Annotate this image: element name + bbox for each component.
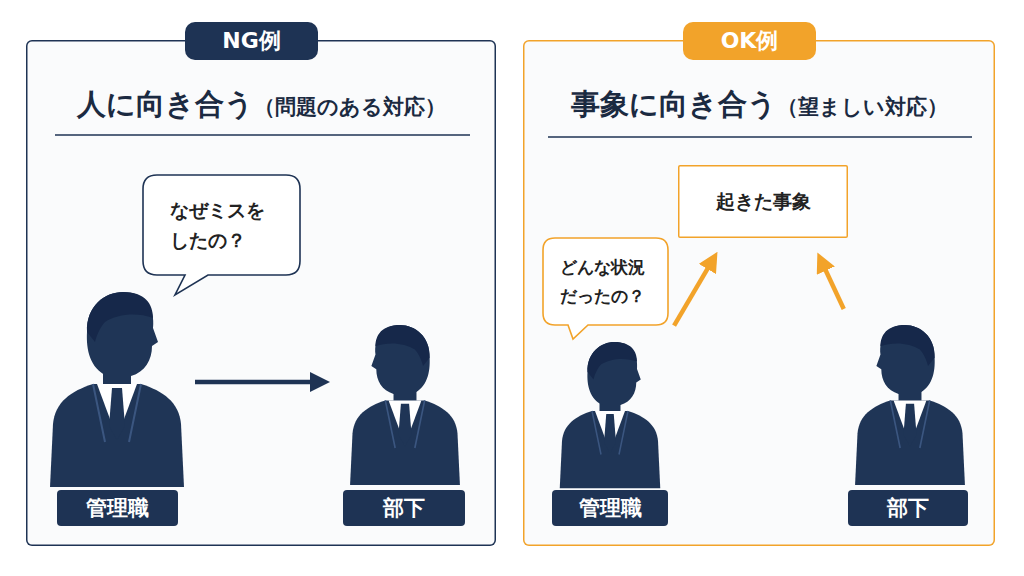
role-tag: 部下 <box>343 490 465 526</box>
role-tag: 管理職 <box>552 490 668 526</box>
heading-text: 人に向き合う <box>77 87 254 121</box>
bubble-text: なぜミスをしたの？ <box>170 195 273 255</box>
tab-label: OK例 <box>683 22 816 60</box>
role-text: 管理職 <box>579 494 642 522</box>
person-node: 部下 <box>848 318 968 526</box>
role-text: 部下 <box>383 494 425 522</box>
bubble-text-area: どんな状況だったの？ <box>543 238 668 325</box>
bubble-text-area: なぜミスをしたの？ <box>143 175 300 275</box>
box-text: 起きた事象 <box>716 189 811 215</box>
role-tag: 部下 <box>848 490 968 526</box>
speech-bubble: どんな状況だったの？ <box>540 235 671 343</box>
heading-text: 事象に向き合う <box>571 87 777 121</box>
comparison-panel: 人に向き合う（問題のある対応）NG例なぜミスをしたの？管理職部下 <box>26 40 496 546</box>
bubble-text: どんな状況だったの？ <box>560 253 652 311</box>
bubble-shape <box>143 175 300 295</box>
tab-label: NG例 <box>185 22 318 60</box>
arrow-connector <box>823 265 843 309</box>
person-node: 部下 <box>343 318 465 526</box>
tab-text: NG例 <box>222 26 280 56</box>
tab-text: OK例 <box>721 26 779 56</box>
bubble-shape <box>543 238 668 339</box>
event-box: 起きた事象 <box>678 165 848 238</box>
role-text: 部下 <box>887 494 929 522</box>
arrow-connector <box>195 380 316 385</box>
arrow-connector <box>674 264 710 326</box>
comparison-panel: 事象に向き合う（望ましい対応）OK例起きた事象どんな状況だったの？管理職部下 <box>523 40 995 546</box>
panel-heading: 事象に向き合う（望ましい対応） <box>523 84 995 129</box>
speech-bubble: なぜミスをしたの？ <box>140 172 303 300</box>
heading-text: （望ましい対応） <box>777 95 948 119</box>
person-node: 管理職 <box>552 336 668 526</box>
role-tag: 管理職 <box>57 490 178 526</box>
person-node: 管理職 <box>50 288 188 526</box>
panel-heading: 人に向き合う（問題のある対応） <box>26 84 496 129</box>
role-text: 管理職 <box>86 494 149 522</box>
heading-text: （問題のある対応） <box>254 95 446 119</box>
